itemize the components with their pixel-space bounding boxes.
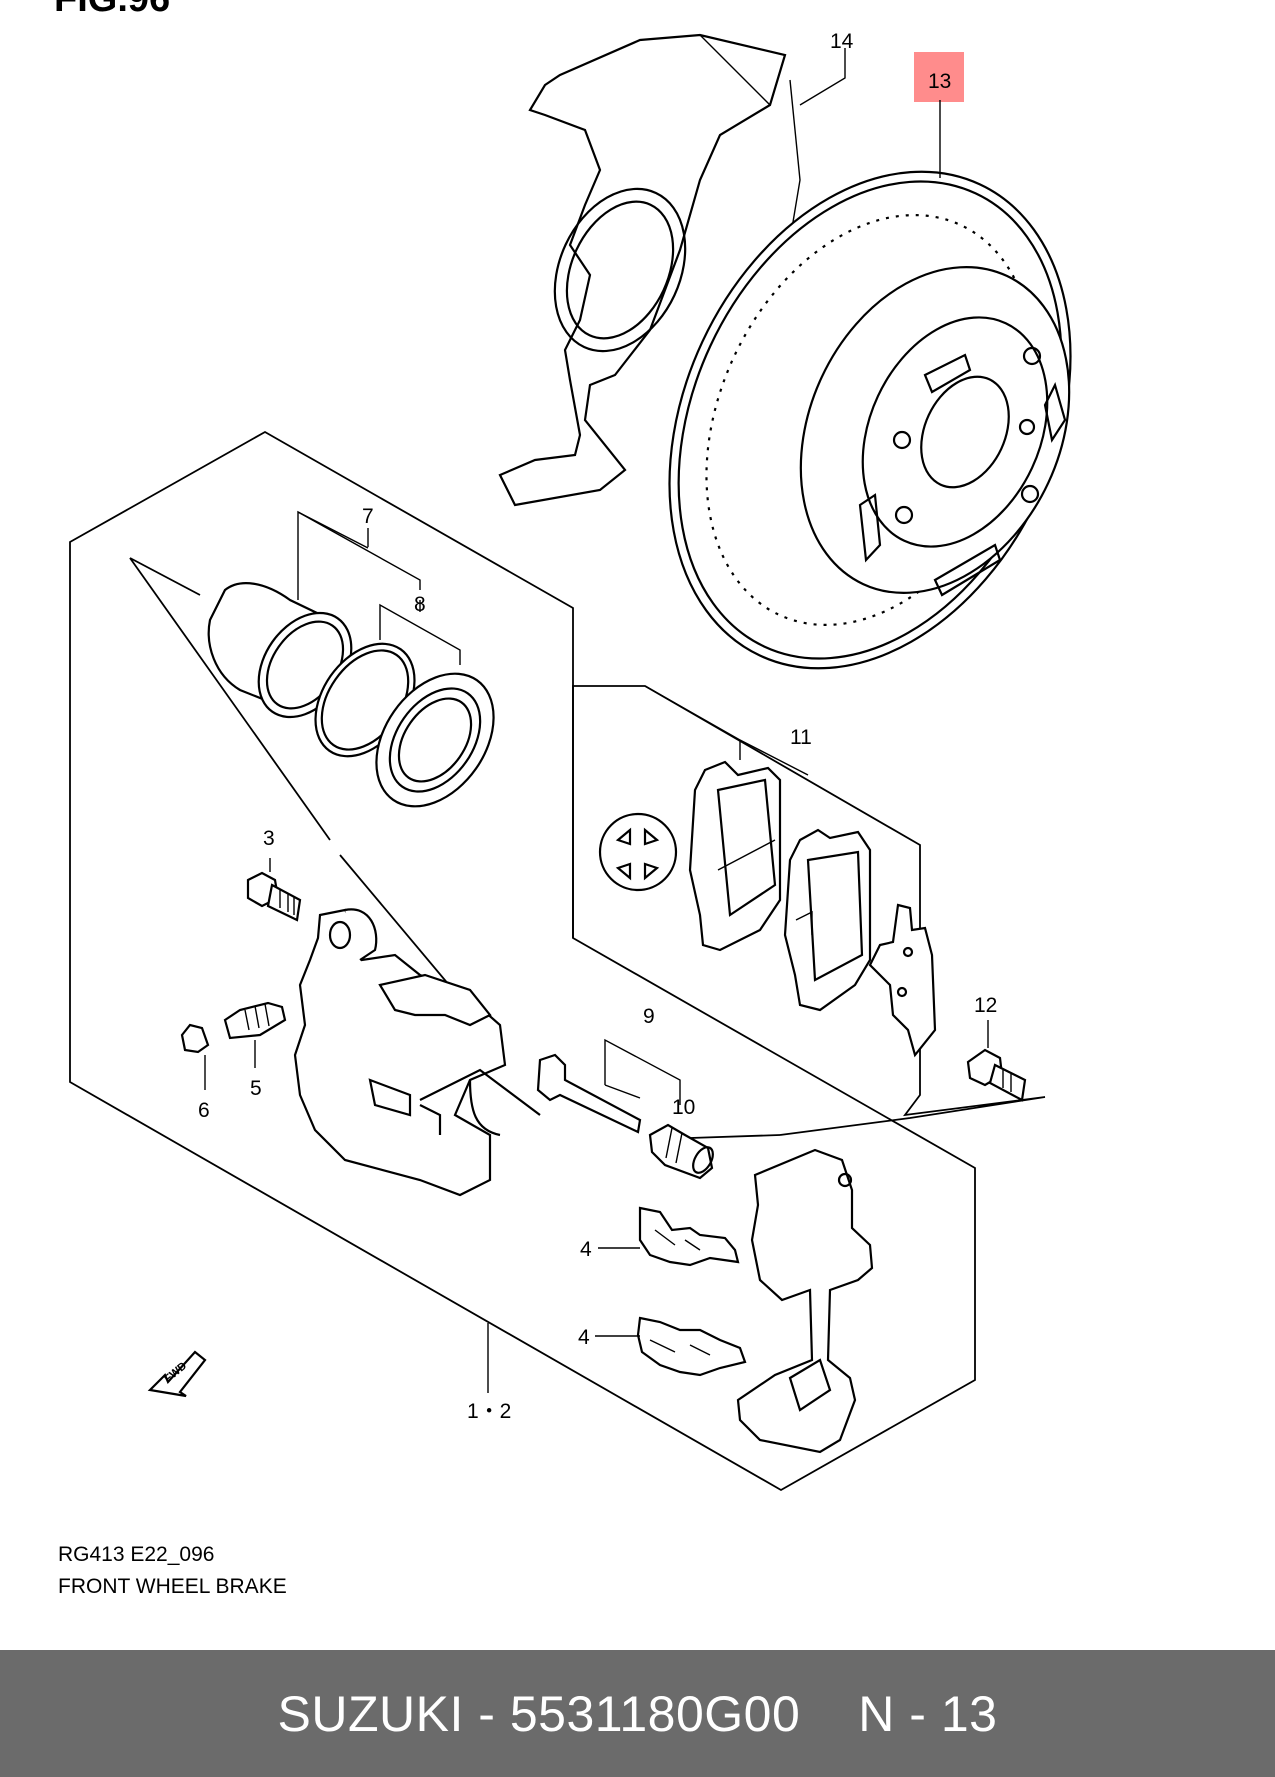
callout-3: 3 <box>263 827 275 850</box>
bleeder-bolt-part-3[interactable] <box>246 871 302 922</box>
diagram-title: FRONT WHEEL BRAKE <box>58 1575 287 1598</box>
callout-9: 9 <box>643 1005 655 1028</box>
guide-pin-part-9[interactable] <box>536 1053 642 1134</box>
callout-1-2: 1・2 <box>467 1400 511 1423</box>
caliper-body-part-1-2[interactable] <box>293 908 541 1197</box>
pad-clip-upper-part-4[interactable] <box>638 1206 740 1267</box>
brake-pad-outer-part-11[interactable] <box>783 828 872 1012</box>
callout-10: 10 <box>672 1096 695 1119</box>
callout-14: 14 <box>830 30 854 53</box>
bleeder-screw-part-5[interactable] <box>223 1001 287 1040</box>
footer-reference: N - 13 <box>858 1685 998 1742</box>
leader-9 <box>604 1038 681 1090</box>
callout-13: 13 <box>928 70 951 93</box>
footer-bar: SUZUKI - 5531180G00 N - 13 <box>0 1650 1275 1777</box>
brake-disc-part-13[interactable] <box>592 106 1147 734</box>
bracket-leader <box>689 1134 781 1139</box>
pad-clip-lower-part-4[interactable] <box>636 1316 747 1377</box>
callout-6: 6 <box>198 1099 210 1122</box>
callout-11: 11 <box>790 726 812 749</box>
callout-4-lower: 4 <box>578 1326 590 1349</box>
caliper-bracket[interactable] <box>736 1148 874 1454</box>
anti-squeal-shim-part-11[interactable] <box>868 903 937 1058</box>
leader-7 <box>297 510 421 600</box>
leader-14 <box>799 48 846 106</box>
bleeder-cap-part-6[interactable] <box>180 1023 210 1054</box>
callout-5: 5 <box>250 1077 262 1100</box>
footer-part-number: 5531180G00 <box>509 1685 801 1742</box>
diagram-code: RG413 E22_096 <box>58 1543 215 1566</box>
exploded-parts-diagram: FWD 14 13 7 8 11 3 12 9 10 5 6 4 4 1・2 <box>69 30 1147 1492</box>
guide-pin-boot-part-10[interactable] <box>648 1123 717 1180</box>
callout-7: 7 <box>362 505 374 528</box>
callout-12: 12 <box>974 994 997 1017</box>
piston-guide-line <box>129 557 201 596</box>
figure-label: FIG.96 <box>54 0 170 18</box>
footer-separator: - <box>463 1685 510 1742</box>
footer-brand: SUZUKI <box>277 1685 464 1742</box>
pad-group-outline <box>572 685 1046 1136</box>
callout-4-upper: 4 <box>580 1238 592 1261</box>
leader-8 <box>379 603 461 665</box>
dust-shield-part-14[interactable] <box>498 33 801 507</box>
brake-pad-inner-part-11[interactable] <box>688 760 782 952</box>
callout-8: 8 <box>414 593 426 616</box>
piston-guide-line-2 <box>129 557 331 841</box>
highlight-box-13 <box>914 52 964 102</box>
fwd-arrow-icon: FWD <box>147 1350 207 1398</box>
pad-wear-indicator-part-11[interactable] <box>598 812 678 892</box>
leader-11 <box>644 685 809 776</box>
caliper-group-outline <box>69 430 976 1492</box>
bracket-bolt-part-12[interactable] <box>966 1048 1027 1102</box>
dust-boot-part-8[interactable] <box>352 652 518 829</box>
